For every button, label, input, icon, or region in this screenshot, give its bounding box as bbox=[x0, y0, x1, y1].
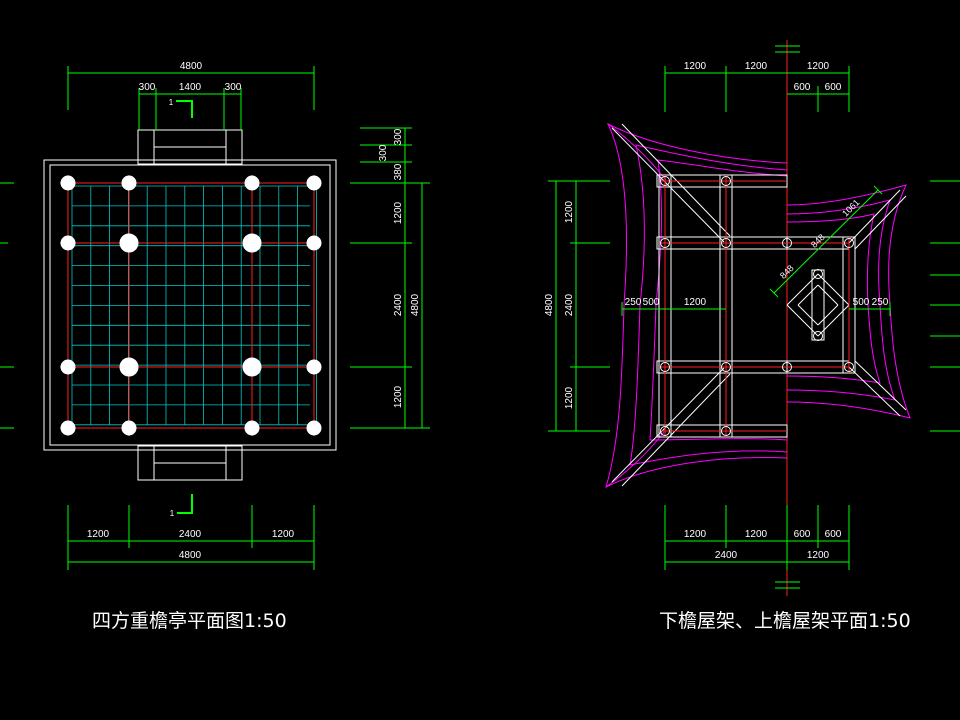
left-right-dim-6: 1200 bbox=[393, 385, 404, 408]
left-top-dim-1: 300 bbox=[139, 82, 156, 93]
left-right-dim-3: 380 bbox=[393, 163, 404, 180]
right-diag-dim-3: 1061 bbox=[840, 197, 861, 218]
right-top-dim-1: 1200 bbox=[684, 61, 707, 72]
frame-node bbox=[844, 238, 854, 248]
left-axis-lines bbox=[60, 175, 320, 436]
frame-node bbox=[660, 238, 670, 248]
left-right-dim-2: 300 bbox=[378, 144, 389, 161]
frame-node bbox=[782, 362, 792, 372]
left-top-dim-total: 4800 bbox=[180, 61, 203, 72]
left-columns bbox=[60, 175, 322, 436]
right-top-dim-5: 600 bbox=[825, 82, 842, 93]
frame-node bbox=[721, 238, 731, 248]
outer-column bbox=[306, 359, 322, 375]
left-right-dim-4: 1200 bbox=[393, 201, 404, 224]
right-bottom-dim-1: 1200 bbox=[684, 529, 707, 540]
outer-column bbox=[60, 175, 76, 191]
right-bottom-dim-6: 1200 bbox=[807, 550, 830, 561]
frame-node bbox=[721, 426, 731, 436]
frame-node bbox=[721, 176, 731, 186]
outer-column bbox=[121, 175, 137, 191]
right-top-dimensions bbox=[664, 66, 850, 112]
right-mid-dim-1: 250 bbox=[625, 297, 642, 308]
outer-column bbox=[60, 235, 76, 251]
section-mark-bottom-label: 1 bbox=[170, 509, 175, 518]
frame-node bbox=[721, 362, 731, 372]
right-bottom-dim-5: 2400 bbox=[715, 550, 738, 561]
left-right-dim-5: 2400 bbox=[393, 293, 404, 316]
outer-column bbox=[60, 420, 76, 436]
frame-node bbox=[813, 269, 823, 279]
left-top-dimensions bbox=[67, 66, 315, 130]
right-diag-dim-1: 848 bbox=[778, 263, 796, 281]
left-top-dim-3: 300 bbox=[225, 82, 242, 93]
right-bottom-dim-3: 600 bbox=[794, 529, 811, 540]
left-top-dim-2: 1400 bbox=[179, 82, 202, 93]
right-bottom-dim-2: 1200 bbox=[745, 529, 768, 540]
left-right-dim-total: 4800 bbox=[410, 293, 421, 316]
right-top-dim-2: 1200 bbox=[745, 61, 768, 72]
outer-column bbox=[306, 175, 322, 191]
right-diag-dimensions bbox=[769, 185, 883, 298]
right-left-dim-3: 1200 bbox=[564, 386, 575, 409]
right-axis-ticks bbox=[930, 180, 960, 432]
outer-column bbox=[306, 420, 322, 436]
right-mid-dimensions bbox=[621, 302, 891, 316]
left-axis-ticks bbox=[0, 182, 14, 429]
left-right-dim-1: 300 bbox=[393, 128, 404, 145]
left-platform bbox=[43, 159, 337, 451]
section-mark-bottom bbox=[177, 494, 193, 514]
inner-column bbox=[242, 233, 262, 253]
floor-grid bbox=[71, 185, 317, 426]
left-bottom-dim-3: 1200 bbox=[272, 529, 295, 540]
inner-column bbox=[119, 357, 139, 377]
right-left-dim-total: 4800 bbox=[544, 293, 555, 316]
left-bottom-dim-2: 2400 bbox=[179, 529, 202, 540]
right-mid-dim-3: 1200 bbox=[684, 297, 707, 308]
right-mid-dim-4: 500 bbox=[853, 297, 870, 308]
left-steps bbox=[137, 129, 243, 481]
right-plan: 1200 1200 1200 600 600 1200 1200 600 600… bbox=[544, 40, 960, 596]
right-mid-dim-2: 500 bbox=[643, 297, 660, 308]
frame-node bbox=[660, 362, 670, 372]
inner-column bbox=[242, 357, 262, 377]
right-top-dim-3: 1200 bbox=[807, 61, 830, 72]
right-bottom-dim-4: 600 bbox=[825, 529, 842, 540]
right-mid-dim-5: 250 bbox=[872, 297, 889, 308]
right-top-dim-4: 600 bbox=[794, 82, 811, 93]
frame-node bbox=[782, 238, 792, 248]
left-bottom-dim-total: 4800 bbox=[179, 550, 202, 561]
frame-node bbox=[660, 426, 670, 436]
frame-node bbox=[844, 362, 854, 372]
right-axis-lines bbox=[660, 175, 850, 437]
center-line-marks bbox=[775, 45, 800, 589]
left-right-dimensions bbox=[350, 127, 430, 429]
outer-column bbox=[306, 235, 322, 251]
frame-node bbox=[660, 176, 670, 186]
frame-node bbox=[813, 331, 823, 341]
inner-column bbox=[119, 233, 139, 253]
right-diag-dim-2: 848 bbox=[809, 232, 827, 250]
upper-roof-frame bbox=[786, 189, 907, 417]
left-plan-title: 四方重檐亭平面图1:50 bbox=[92, 610, 287, 632]
outer-column bbox=[121, 420, 137, 436]
section-mark-top bbox=[176, 100, 193, 118]
left-bottom-dimensions bbox=[67, 505, 315, 570]
left-bottom-dim-1: 1200 bbox=[87, 529, 110, 540]
outer-column bbox=[244, 420, 260, 436]
section-mark-top-label: 1 bbox=[169, 98, 174, 107]
right-left-dimensions bbox=[548, 180, 610, 432]
right-bottom-dimensions bbox=[664, 505, 850, 570]
outer-column bbox=[60, 359, 76, 375]
outer-column bbox=[244, 175, 260, 191]
roof-frame-nodes bbox=[660, 176, 854, 436]
left-plan: 4800 300 1400 300 1 1 1200 2400 1200 480… bbox=[0, 61, 430, 570]
right-left-dim-1: 1200 bbox=[564, 200, 575, 223]
right-plan-title: 下檐屋架、上檐屋架平面1:50 bbox=[659, 610, 911, 632]
right-left-dim-2: 2400 bbox=[564, 293, 575, 316]
